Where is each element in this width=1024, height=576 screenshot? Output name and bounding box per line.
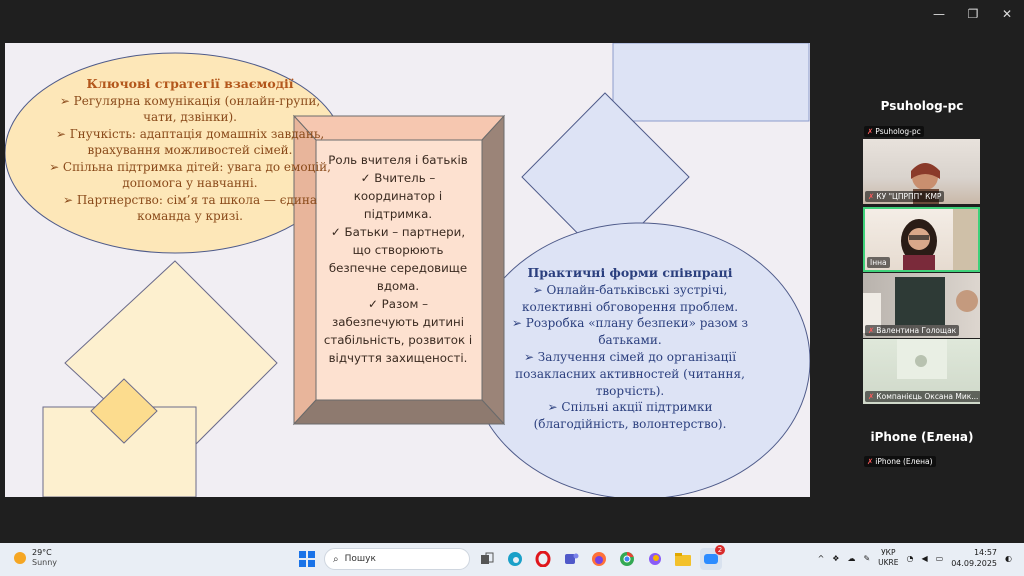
strategy-item: ➢ Гнучкість: адаптація домашніх завдань,…: [55, 126, 325, 158]
participant-tile-active[interactable]: Інна: [863, 207, 980, 272]
strategy-item: ➢ Партнерство: сім’я та школа — єдина ко…: [62, 192, 318, 224]
edge-browser-icon[interactable]: [504, 548, 526, 570]
taskbar-apps: ⌕ Пошук 2: [296, 545, 725, 570]
battery-icon[interactable]: ▭: [935, 553, 944, 563]
file-explorer-icon[interactable]: [672, 548, 694, 570]
pen-icon[interactable]: ✎: [863, 553, 871, 563]
practical-item: ➢ Залучення сімей до організації позакла…: [515, 349, 745, 398]
weather-condition: Sunny: [32, 558, 58, 567]
weather-widget[interactable]: 29°C Sunny: [14, 548, 57, 568]
mic-muted-icon: ✗: [868, 392, 875, 401]
participant-tile[interactable]: ✗КУ "ЦПРПП" КМР: [863, 139, 980, 204]
practical-item: ➢ Розробка «плану безпеки» разом з батьк…: [511, 316, 749, 348]
firefox-icon[interactable]: [588, 548, 610, 570]
language-indicator[interactable]: УКР UKRE: [878, 548, 899, 567]
wifi-icon[interactable]: ◔: [906, 553, 914, 563]
system-tray: ^ ❖ ☁ ✎ УКР UKRE ◔ ◀ ▭ 14:57 04.09.2025 …: [818, 547, 1012, 569]
practical-forms-text: Практичні форми співпраці ➢ Онлайн-батьк…: [505, 265, 755, 433]
participant-video: [901, 209, 978, 270]
taskbar: 29°C Sunny ⌕ Пошук 2 ^ ❖ ☁ ✎ УКР UKRE: [0, 543, 1024, 576]
host-tag-label: Psuholog-pc: [875, 127, 921, 136]
participant-video: [897, 339, 947, 379]
strategies-text: Ключові стратегії взаємодії ➢ Регулярна …: [45, 76, 335, 225]
dropbox-icon[interactable]: ❖: [832, 553, 840, 563]
teams-icon[interactable]: [560, 548, 582, 570]
strategies-title: Ключові стратегії взаємодії: [86, 76, 294, 91]
practical-item: ➢ Онлайн-батьківські зустрічі, колективн…: [521, 282, 739, 314]
participant-label: ✗КУ "ЦПРПП" КМР: [865, 191, 945, 202]
temperature: 29°C: [32, 548, 52, 557]
participant-tile[interactable]: ✗Компанієць Оксана Мик...: [863, 339, 980, 404]
participant-label: ✗Валентина Голощак: [865, 325, 960, 336]
close-button[interactable]: ✕: [1001, 7, 1013, 21]
host-name: Psuholog-pc: [880, 99, 964, 113]
volume-icon[interactable]: ◀: [921, 553, 928, 563]
search-placeholder: Пошук: [344, 554, 376, 564]
taskbar-search[interactable]: ⌕ Пошук: [324, 548, 470, 570]
mic-muted-icon: ✗: [867, 127, 874, 136]
participant-tile[interactable]: ✗Валентина Голощак: [863, 273, 980, 338]
slide-shapes: [5, 43, 810, 497]
participant-video: [863, 277, 978, 333]
copilot-icon[interactable]: [644, 548, 666, 570]
clock[interactable]: 14:57 04.09.2025: [951, 547, 997, 569]
notifications-icon[interactable]: ◐: [1005, 553, 1012, 563]
opera-browser-icon[interactable]: [532, 548, 554, 570]
strategy-item: ➢ Спільна підтримка дітей: увага до емоц…: [49, 159, 331, 191]
mic-muted-icon: ✗: [867, 457, 874, 466]
mic-muted-icon: ✗: [868, 326, 875, 335]
roles-title: Роль вчителя і батьків: [328, 153, 468, 167]
task-view-icon[interactable]: [476, 548, 498, 570]
sun-icon: [14, 552, 26, 564]
participants-panel: Psuholog-pc ✗Psuholog-pc ✗КУ "ЦПРПП" КМР…: [820, 43, 1024, 497]
search-icon: ⌕: [333, 553, 339, 565]
shared-slide: Ключові стратегії взаємодії ➢ Регулярна …: [5, 43, 810, 497]
role-item: ✓ Вчитель – координатор і підтримка.: [353, 171, 443, 221]
windows-start-icon[interactable]: [296, 548, 318, 570]
zoom-app-icon[interactable]: 2: [700, 545, 725, 570]
iphone-tag: ✗iPhone (Елена): [864, 456, 936, 467]
cloud-icon[interactable]: ☁: [847, 553, 856, 563]
restore-button[interactable]: ❐: [967, 7, 979, 21]
participant-label: ✗Компанієць Оксана Мик...: [865, 391, 980, 402]
mic-muted-icon: ✗: [868, 192, 875, 201]
chrome-icon[interactable]: [616, 548, 638, 570]
minimize-button[interactable]: —: [933, 7, 945, 21]
date: 04.09.2025: [951, 559, 998, 568]
participant-label: Інна: [867, 257, 890, 268]
window-controls: — ❐ ✕: [922, 0, 1024, 28]
iphone-participant-name: iPhone (Елена): [870, 430, 974, 444]
roles-text: Роль вчителя і батьків ✓ Вчитель – коорд…: [323, 151, 473, 367]
role-item: ✓ Разом – забезпечують дитині стабільніс…: [323, 297, 473, 365]
show-hidden-icons[interactable]: ^: [817, 553, 825, 563]
time: 14:57: [973, 548, 998, 557]
strategy-item: ➢ Регулярна комунікація (онлайн-групи, ч…: [59, 93, 321, 125]
practical-forms-title: Практичні форми співпраці: [527, 265, 733, 280]
notification-badge: 2: [715, 545, 725, 555]
host-tag: ✗Psuholog-pc: [864, 126, 924, 137]
practical-item: ➢ Спільні акції підтримки (благодійність…: [533, 400, 727, 432]
role-item: ✓ Батьки – партнери, що створюють безпеч…: [328, 225, 468, 293]
iphone-tag-label: iPhone (Елена): [875, 457, 933, 466]
